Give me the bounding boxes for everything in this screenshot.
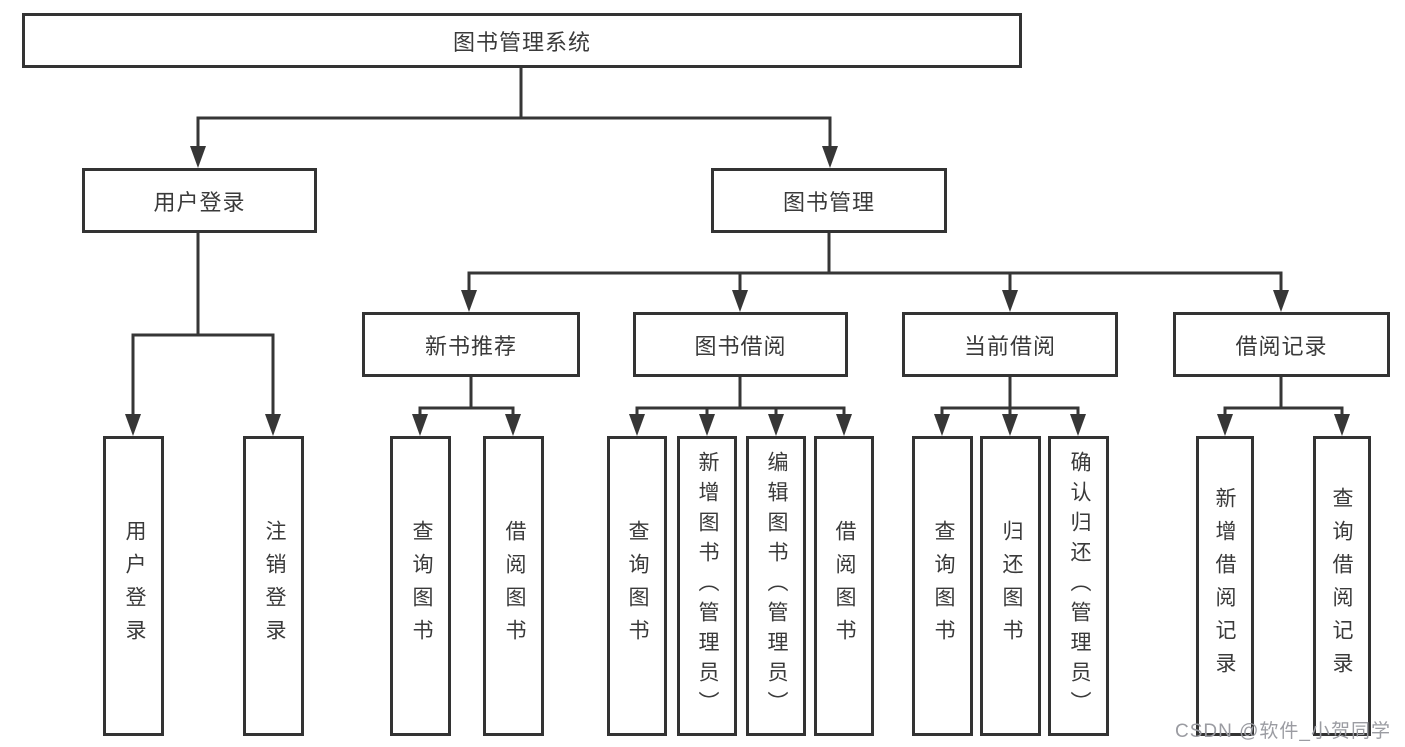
leaf-logout: 注销登录 bbox=[243, 436, 304, 736]
node-current-borrow: 当前借阅 bbox=[902, 312, 1118, 377]
leaf-add-books-admin: 新增图书（管理员） bbox=[677, 436, 737, 736]
leaf-add-borrow-record: 新增借阅记录 bbox=[1196, 436, 1254, 736]
node-borrow-records: 借阅记录 bbox=[1173, 312, 1390, 377]
node-new-book-recommend: 新书推荐 bbox=[362, 312, 580, 377]
leaf-user-login: 用户登录 bbox=[103, 436, 164, 736]
node-book-borrow: 图书借阅 bbox=[633, 312, 848, 377]
leaf-confirm-return-admin: 确认归还（管理员） bbox=[1048, 436, 1109, 736]
leaf-current-query-books: 查询图书 bbox=[912, 436, 973, 736]
csdn-watermark: CSDN @软件_小贺同学 bbox=[1175, 721, 1391, 742]
leaf-return-books: 归还图书 bbox=[980, 436, 1041, 736]
leaf-borrow-query-books: 查询图书 bbox=[607, 436, 667, 736]
leaf-query-borrow-record: 查询借阅记录 bbox=[1313, 436, 1371, 736]
leaf-recommend-borrow-books: 借阅图书 bbox=[483, 436, 544, 736]
node-user-login: 用户登录 bbox=[82, 168, 317, 233]
node-root: 图书管理系统 bbox=[22, 13, 1022, 68]
leaf-borrow-books: 借阅图书 bbox=[814, 436, 874, 736]
leaf-recommend-query-books: 查询图书 bbox=[390, 436, 451, 736]
leaf-edit-books-admin: 编辑图书（管理员） bbox=[746, 436, 806, 736]
node-book-management: 图书管理 bbox=[711, 168, 947, 233]
